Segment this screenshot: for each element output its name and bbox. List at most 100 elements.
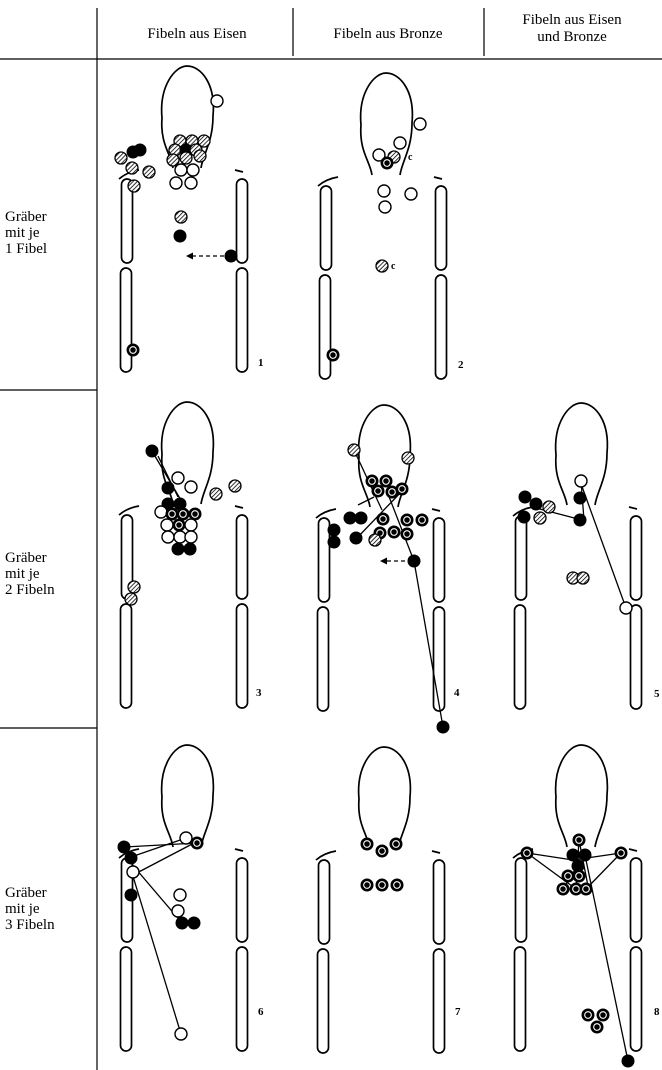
fibula-hatched-marker <box>368 533 382 547</box>
fibula-bronze-marker <box>619 601 633 615</box>
fibula-ring <box>575 836 583 844</box>
row-header-three-fibulae: Gräber mit je 3 Fibeln <box>5 885 55 933</box>
panel-8: 8 <box>512 744 660 1052</box>
row-header-line: mit je <box>5 225 40 241</box>
fibula-ring <box>191 510 199 518</box>
column-header-bronze: Fibeln aus Bronze <box>333 26 442 42</box>
fibula-ring <box>575 872 583 880</box>
table-grid <box>0 8 662 1070</box>
skull-outline <box>554 744 609 848</box>
fibula-iron-marker <box>327 523 341 537</box>
fibula-iron-marker <box>173 229 187 243</box>
column-header-iron: Fibeln aus Eisen <box>147 26 247 42</box>
fibula-hatched-marker <box>193 149 207 163</box>
fibula-ring <box>374 487 382 495</box>
panel-3: 3 <box>118 401 262 709</box>
left-forearm <box>513 604 527 710</box>
shoulder-line <box>315 508 337 519</box>
fibula-ringed-marker <box>387 525 401 539</box>
fibula-ringed-marker <box>520 846 534 860</box>
right-forearm <box>235 267 249 373</box>
fibula-iron-marker <box>573 491 587 505</box>
column-header-mixed-line1: Fibeln aus Eisen <box>522 12 622 28</box>
left-upper-arm <box>317 517 331 603</box>
fibula-ring <box>398 485 406 493</box>
panel-number: 8 <box>654 1006 660 1018</box>
fibula-ring <box>582 885 590 893</box>
fibula-hatched-marker <box>576 571 590 585</box>
fibula-ring <box>378 847 386 855</box>
fibula-ringed-marker <box>375 844 389 858</box>
fibula-bronze-marker <box>393 136 407 150</box>
connector-line <box>526 852 577 890</box>
fibula-ring <box>599 1011 607 1019</box>
connector-line <box>130 837 187 858</box>
fibula-iron-marker <box>573 513 587 527</box>
fibula-iron-marker <box>161 481 175 495</box>
left-upper-arm <box>319 185 333 271</box>
fibula-bronze-marker <box>184 530 198 544</box>
fibula-bronze-marker <box>377 184 391 198</box>
fibula-ring <box>179 510 187 518</box>
right-forearm <box>432 606 446 712</box>
fibula-ringed-marker <box>165 507 179 521</box>
fibula-hatched-marker <box>209 487 223 501</box>
fibula-ringed-marker <box>614 846 628 860</box>
fibula-ringed-marker <box>579 882 593 896</box>
fibula-ring <box>393 881 401 889</box>
fibula-bronze-marker <box>169 176 183 190</box>
fibula-iron-marker <box>621 1054 635 1068</box>
shoulder-line <box>628 848 638 852</box>
panel-4: 4 <box>315 404 460 712</box>
row-header-line: mit je <box>5 901 40 917</box>
fibula-ring <box>129 346 137 354</box>
fibula-ringed-marker <box>375 878 389 892</box>
right-upper-arm <box>432 517 446 603</box>
fibula-ringed-marker <box>172 518 186 532</box>
fibula-bronze-marker <box>404 187 418 201</box>
connector-line <box>131 872 182 1035</box>
panel-6: 6 <box>118 744 264 1052</box>
fibula-bronze-marker <box>378 200 392 214</box>
fibula-hatched-marker <box>347 443 361 457</box>
fibula-iron-marker <box>517 510 531 524</box>
fibula-ringed-marker <box>360 837 374 851</box>
right-upper-arm <box>629 515 643 601</box>
fibula-iron-marker <box>124 851 138 865</box>
fibula-ringed-marker <box>176 507 190 521</box>
fibula-ringed-marker <box>360 878 374 892</box>
shoulder-line <box>433 176 443 180</box>
left-forearm <box>513 946 527 1052</box>
fibula-ring <box>584 1011 592 1019</box>
fibula-iron-marker <box>436 720 450 734</box>
fibula-ring <box>379 515 387 523</box>
shoulder-line <box>317 176 339 187</box>
right-upper-arm <box>434 185 448 271</box>
skull-outline <box>160 65 215 169</box>
connector-line <box>387 493 415 562</box>
fibula-bronze-marker <box>372 148 386 162</box>
fibula-ring <box>617 849 625 857</box>
fibula-hatched-marker <box>125 161 139 175</box>
connector-line <box>132 841 197 876</box>
skull-outline <box>357 746 412 850</box>
fibula-ringed-marker <box>379 474 393 488</box>
right-upper-arm <box>432 859 446 945</box>
column-header-mixed-line2: und Bronze <box>537 29 607 45</box>
fibula-iron-marker <box>518 490 532 504</box>
left-forearm <box>318 274 332 380</box>
fibula-ringed-marker <box>190 836 204 850</box>
left-upper-arm <box>514 857 528 943</box>
shoulder-line <box>431 850 441 854</box>
fibula-ring <box>363 881 371 889</box>
fibula-bronze-marker <box>154 505 168 519</box>
shoulder-line <box>234 848 244 852</box>
fibula-ringed-marker <box>390 878 404 892</box>
panel-number: 1 <box>258 357 264 369</box>
fibula-bronze-marker <box>174 163 188 177</box>
connector-line <box>157 455 179 498</box>
right-upper-arm <box>235 514 249 600</box>
fibula-ringed-marker <box>326 348 340 362</box>
fibula-ring <box>168 510 176 518</box>
